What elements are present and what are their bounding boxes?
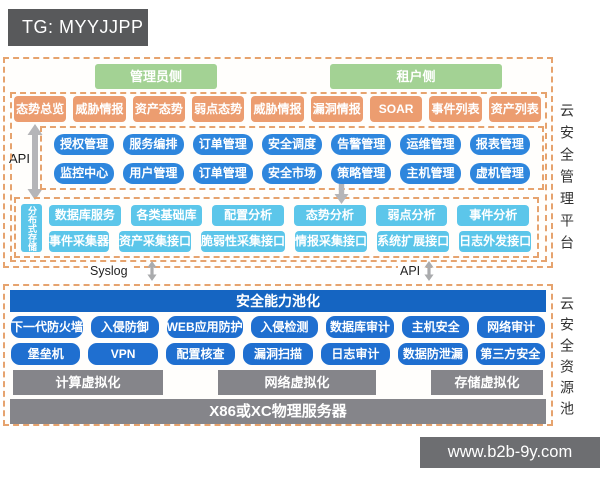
- module-box: 订单管理: [192, 134, 253, 155]
- virtualization-row: 计算虚拟化 网络虚拟化 存储虚拟化: [13, 370, 543, 395]
- module-box: 用户管理: [123, 163, 184, 184]
- platform-side-label: 云安全管理平台: [559, 103, 575, 257]
- virtualization-box: 计算虚拟化: [13, 370, 163, 395]
- api-double-arrow-icon: [27, 124, 43, 200]
- module-box: 订单管理: [192, 163, 253, 184]
- capability-box: 主机安全: [401, 316, 470, 338]
- capability-box: 入侵防御: [91, 316, 159, 338]
- capability-box: 网络审计: [477, 316, 545, 338]
- management-modules-panel: 授权管理 服务编排 订单管理 安全调度 告警管理 运维管理 报表管理 监控中心 …: [40, 126, 544, 190]
- portal-row: 态势总览 威胁情报 资产态势 弱点态势 威胁情报 漏洞情报 SOAR 事件列表 …: [14, 96, 541, 122]
- management-row: 授权管理 服务编排 订单管理 安全调度 告警管理 运维管理 报表管理: [54, 134, 530, 155]
- capability-box: 漏洞扫描: [243, 343, 313, 365]
- data-services-row: 数据库服务 各类基础库 配置分析 态势分析 弱点分析 事件分析: [49, 205, 530, 226]
- site-watermark: www.b2b-9y.com: [420, 437, 600, 468]
- service-box: 配置分析: [212, 205, 285, 226]
- portal-item: 资产列表: [488, 96, 541, 122]
- portal-item: 弱点态势: [191, 96, 245, 122]
- hardware-bar: X86或XC物理服务器: [10, 399, 546, 424]
- module-box: 安全市场: [261, 163, 323, 184]
- api-label: API: [9, 151, 30, 166]
- syslog-label: Syslog: [88, 264, 130, 278]
- capability-box: 配置核查: [165, 343, 236, 365]
- service-box: 弱点分析: [375, 205, 448, 226]
- capability-row: 下一代防火墙 入侵防御 WEB应用防护 入侵检测 数据库审计 主机安全 网络审计: [11, 316, 545, 338]
- portal-item: 事件列表: [429, 96, 482, 122]
- module-box: 安全调度: [261, 134, 323, 155]
- service-box: 脆弱性采集接口: [201, 231, 286, 252]
- virtualization-box: 存储虚拟化: [431, 370, 543, 395]
- management-row: 监控中心 用户管理 订单管理 安全市场 策略管理 主机管理 虚机管理: [54, 163, 530, 184]
- data-services-row: 事件采集器 资产采集接口 脆弱性采集接口 情报采集接口 系统扩展接口 日志外发接…: [49, 231, 532, 252]
- capability-row: 堡垒机 VPN 配置核查 漏洞扫描 日志审计 数据防泄漏 第三方安全: [11, 343, 545, 365]
- portal-item: SOAR: [369, 96, 423, 122]
- service-box: 态势分析: [294, 205, 366, 226]
- capability-box: 数据防泄漏: [398, 343, 468, 365]
- module-box: 服务编排: [123, 134, 184, 155]
- module-box: 虚机管理: [469, 163, 530, 184]
- portal-item: 资产态势: [132, 96, 185, 122]
- service-box: 日志外发接口: [459, 231, 532, 252]
- service-box: 情报采集接口: [295, 231, 368, 252]
- service-box: 数据库服务: [49, 205, 121, 226]
- capability-box: 入侵检测: [250, 316, 319, 338]
- capability-box: 堡垒机: [11, 343, 81, 365]
- capability-box: VPN: [88, 343, 158, 365]
- pool-side-label: 云安全资源池: [559, 296, 575, 422]
- portal-and-services-panel: 态势总览 威胁情报 资产态势 弱点态势 威胁情报 漏洞情报 SOAR 事件列表 …: [10, 92, 547, 262]
- module-box: 运维管理: [400, 134, 461, 155]
- module-box: 授权管理: [54, 134, 115, 155]
- syslog-arrow-icon: [147, 261, 157, 281]
- module-box: 策略管理: [331, 163, 392, 184]
- tenant-side-box: 租户侧: [330, 64, 502, 89]
- down-arrow-icon: [334, 184, 349, 204]
- capability-box: 第三方安全: [475, 343, 545, 365]
- distributed-storage-box: 分布式存储: [21, 204, 42, 252]
- api-connector-arrow-icon: [424, 261, 434, 281]
- portal-item: 威胁情报: [73, 96, 126, 122]
- pool-title-bar: 安全能力池化: [10, 290, 546, 312]
- module-box: 报表管理: [469, 134, 530, 155]
- tg-watermark: TG: MYYJJPP: [8, 9, 148, 46]
- service-box: 资产采集接口: [119, 231, 192, 252]
- virtualization-box: 网络虚拟化: [218, 370, 376, 395]
- service-box: 各类基础库: [130, 205, 203, 226]
- module-box: 告警管理: [331, 134, 392, 155]
- service-box: 系统扩展接口: [377, 231, 450, 252]
- capability-box: 日志审计: [320, 343, 391, 365]
- resource-pool-panel: 安全能力池化 下一代防火墙 入侵防御 WEB应用防护 入侵检测 数据库审计 主机…: [3, 284, 553, 426]
- capability-box: WEB应用防护: [166, 316, 243, 338]
- capability-box: 数据库审计: [326, 316, 394, 338]
- service-box: 事件采集器: [49, 231, 110, 252]
- portal-item: 威胁情报: [251, 96, 304, 122]
- management-platform-panel: 管理员侧 租户侧 API 态势总览 威胁情报 资产态势 弱点态势 威胁情报 漏洞…: [3, 57, 553, 268]
- module-box: 监控中心: [54, 163, 115, 184]
- portal-item: 漏洞情报: [310, 96, 363, 122]
- data-services-panel: 分布式存储 数据库服务 各类基础库 配置分析 态势分析 弱点分析 事件分析 事件…: [14, 197, 539, 258]
- service-box: 事件分析: [457, 205, 530, 226]
- api-connector-label: API: [398, 264, 423, 278]
- capability-box: 下一代防火墙: [11, 316, 84, 338]
- portal-item: 态势总览: [14, 96, 67, 122]
- admin-side-box: 管理员侧: [95, 64, 217, 89]
- module-box: 主机管理: [400, 163, 461, 184]
